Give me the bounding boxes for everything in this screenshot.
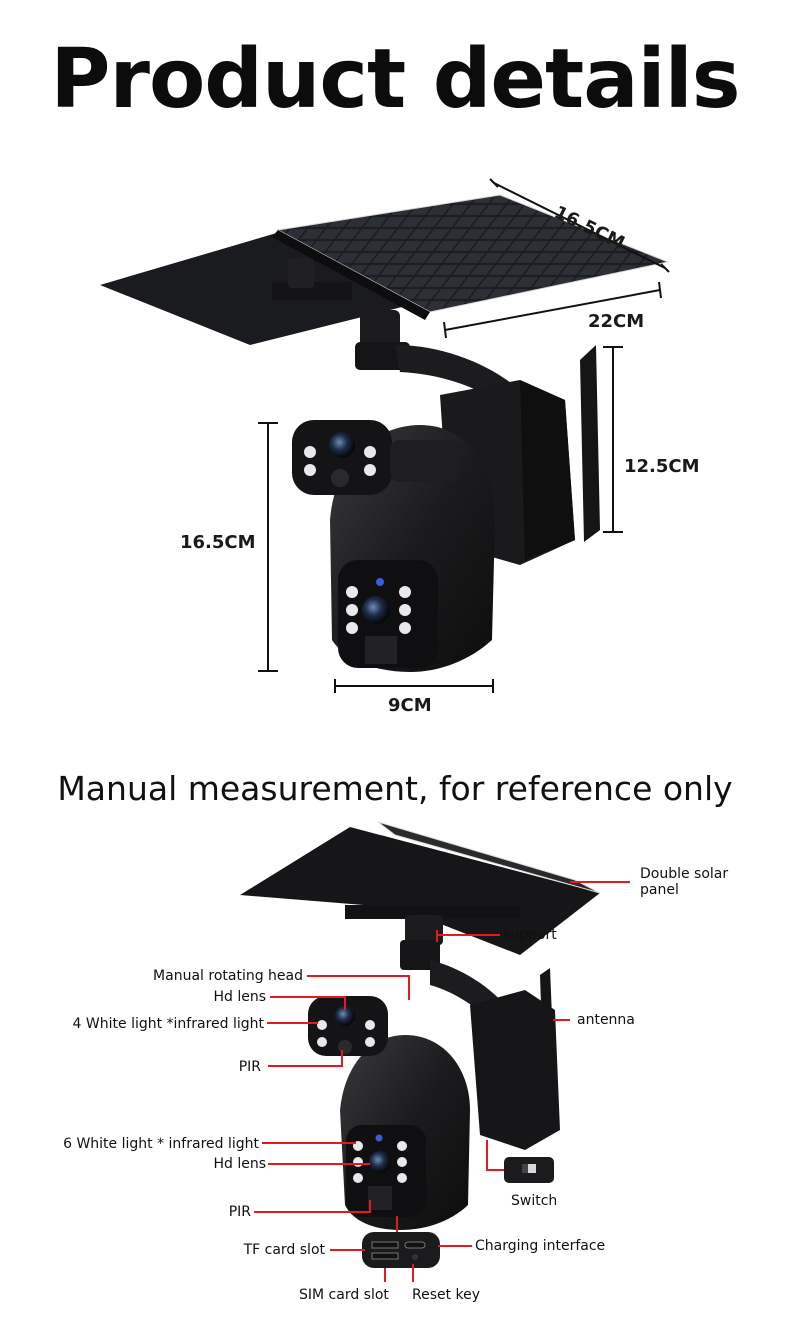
antenna-lower: [540, 968, 556, 1122]
body-height-label: 12.5CM: [624, 456, 700, 477]
label-hd-lens-bottom: Hd lens: [213, 1156, 266, 1172]
port-inset: [362, 1232, 440, 1268]
solar-panel-lower: [240, 827, 600, 955]
label-sim-card-slot: SIM card slot: [299, 1287, 389, 1303]
battery-box-lower: [470, 990, 560, 1150]
label-support: support: [503, 927, 557, 943]
label-white-light-top: 4 White light *infrared light: [72, 1016, 264, 1032]
label-reset-key: Reset key: [412, 1287, 481, 1303]
label-charging-interface: Charging interface: [475, 1238, 606, 1254]
label-switch: Switch: [511, 1193, 558, 1209]
label-manual-rotating-head: Manual rotating head: [153, 968, 303, 984]
panel-width-label: 22CM: [588, 311, 645, 332]
label-pir-top: PIR: [238, 1059, 261, 1075]
page-subtitle: Manual measurement, for reference only: [57, 769, 733, 808]
camera-width-label: 9CM: [388, 695, 432, 716]
solar-panel-back: [100, 232, 430, 345]
label-antenna: antenna: [577, 1012, 635, 1028]
label-pir-bottom: PIR: [228, 1204, 251, 1220]
callout-lines: [254, 881, 630, 1282]
dimension-lines: [258, 178, 670, 693]
antenna: [580, 345, 600, 542]
label-tf-card-slot: TF card slot: [243, 1242, 325, 1258]
page-title: Product details: [50, 32, 740, 127]
camera-height-label: 16.5CM: [180, 532, 256, 553]
label-white-light-bottom: 6 White light * infrared light: [63, 1136, 259, 1152]
label-double-solar-panel: Double solar panel: [640, 866, 729, 898]
label-hd-lens-top: Hd lens: [213, 989, 266, 1005]
solar-panel: [276, 194, 670, 313]
